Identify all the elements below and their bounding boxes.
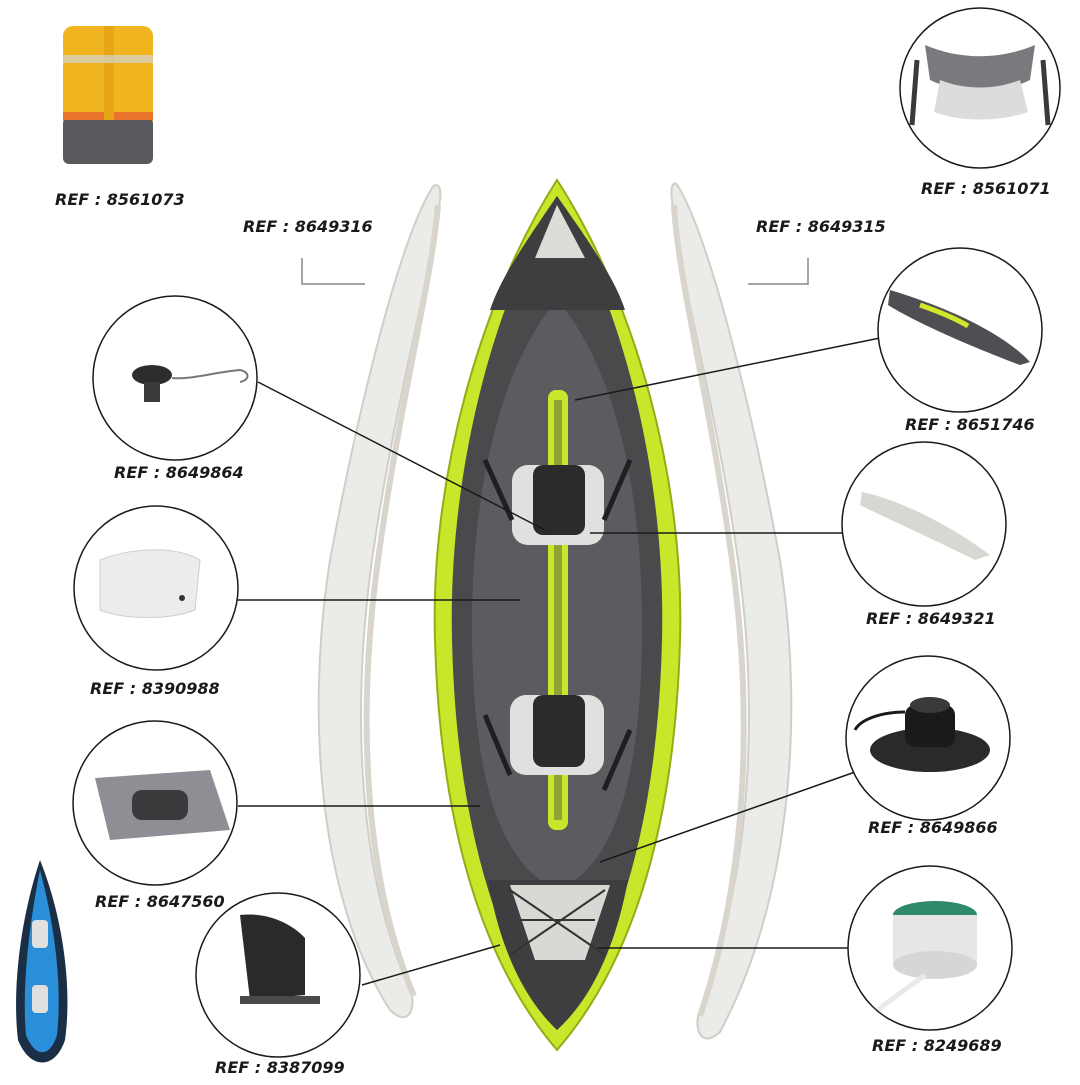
main-kayak	[433, 178, 682, 1052]
kayak-thumbnail	[16, 860, 68, 1063]
ref-label-carry-bag: REF : 8561073	[55, 190, 185, 209]
rope-icon	[847, 865, 1013, 1031]
fin-icon	[195, 892, 361, 1058]
bag-icon	[63, 26, 153, 164]
ref-label-valve: REF : 8649864	[114, 463, 244, 482]
right-side-tube	[670, 182, 793, 1040]
cushion-icon	[73, 505, 239, 671]
ref-label-floor-pad: REF : 8651746	[905, 415, 1035, 434]
left-side-tube	[317, 184, 442, 1019]
ref-label-rope: REF : 8249689	[872, 1036, 1002, 1055]
ref-label-patch: REF : 8647560	[95, 892, 225, 911]
ref-label-floor-insert: REF : 8649321	[866, 609, 996, 628]
seat-icon	[899, 7, 1061, 169]
ref-label-cushion: REF : 8390988	[90, 679, 220, 698]
floor-icon	[877, 247, 1043, 413]
callout-lines	[237, 258, 881, 986]
ref-label-pump-valve: REF : 8649866	[868, 818, 998, 837]
ref-label-side-tube-left: REF : 8649316	[243, 217, 373, 236]
insert-icon	[841, 441, 1007, 607]
ref-label-side-tube-right: REF : 8649315	[756, 217, 886, 236]
valve-icon	[92, 295, 258, 461]
ref-label-fin: REF : 8387099	[215, 1058, 345, 1077]
patch-icon	[72, 720, 238, 886]
pump-valve-icon	[845, 655, 1011, 821]
ref-label-seat: REF : 8561071	[921, 179, 1051, 198]
